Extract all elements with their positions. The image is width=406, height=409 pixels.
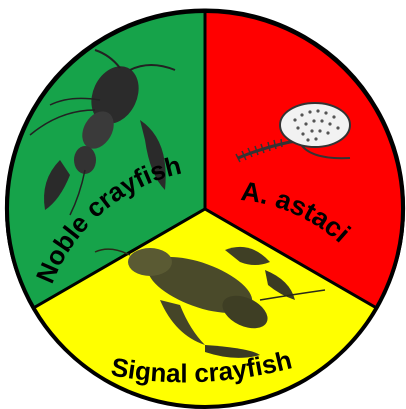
triangle-relationship-wheel: Noble crayfish A. astaci Signal crayfish: [0, 0, 406, 409]
